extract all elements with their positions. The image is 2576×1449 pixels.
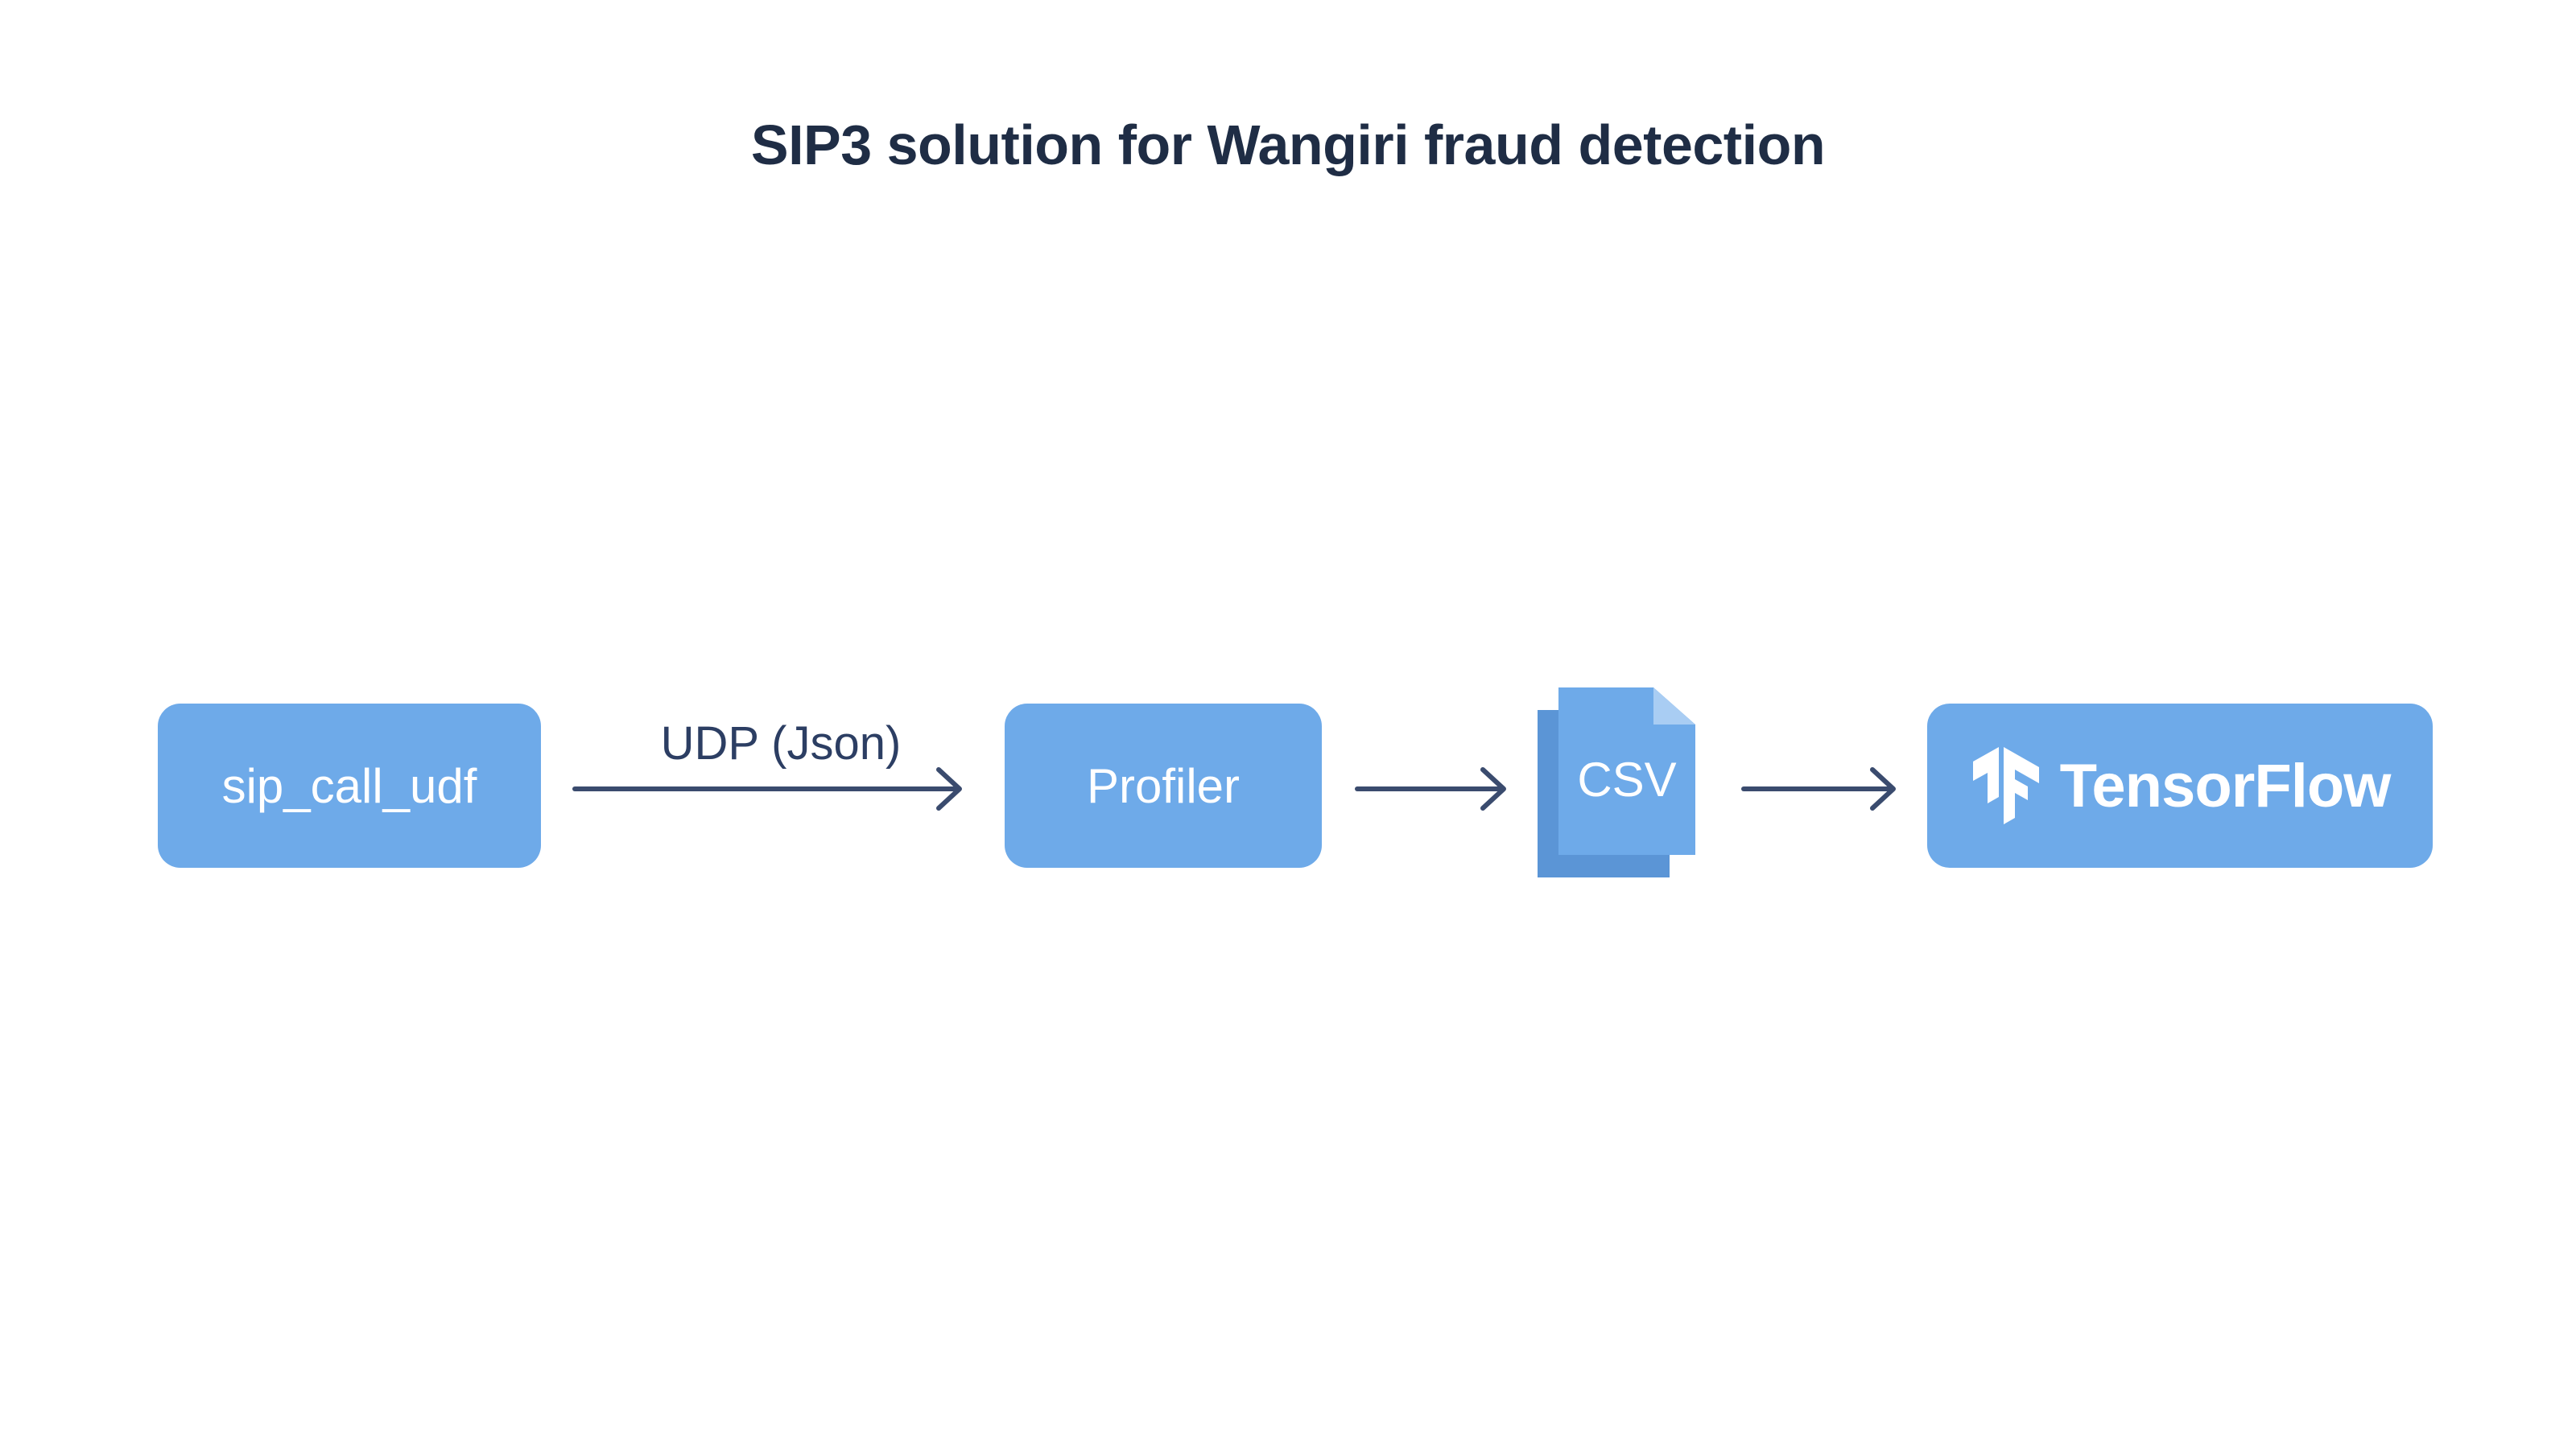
csv-document-icon	[1538, 687, 1695, 877]
node-tensorflow: TensorFlow	[1927, 704, 2433, 868]
node-csv-label: CSV	[1577, 753, 1677, 807]
tensorflow-wordmark: TensorFlow	[2059, 751, 2392, 820]
node-sip-call-udf: sip_call_udf	[158, 704, 541, 868]
node-profiler: Profiler	[1005, 704, 1322, 868]
node-sip-call-udf-label: sip_call_udf	[221, 758, 477, 813]
tensorflow-logo-icon	[1972, 747, 2039, 824]
arrow-udp	[572, 767, 962, 811]
diagram-title: SIP3 solution for Wangiri fraud detectio…	[750, 114, 1826, 176]
node-profiler-label: Profiler	[1086, 758, 1241, 813]
edge-label-udp: UDP (Json)	[660, 717, 902, 770]
arrow-csv-to-tensorflow	[1741, 767, 1896, 811]
arrow-profiler-to-csv	[1355, 767, 1506, 811]
